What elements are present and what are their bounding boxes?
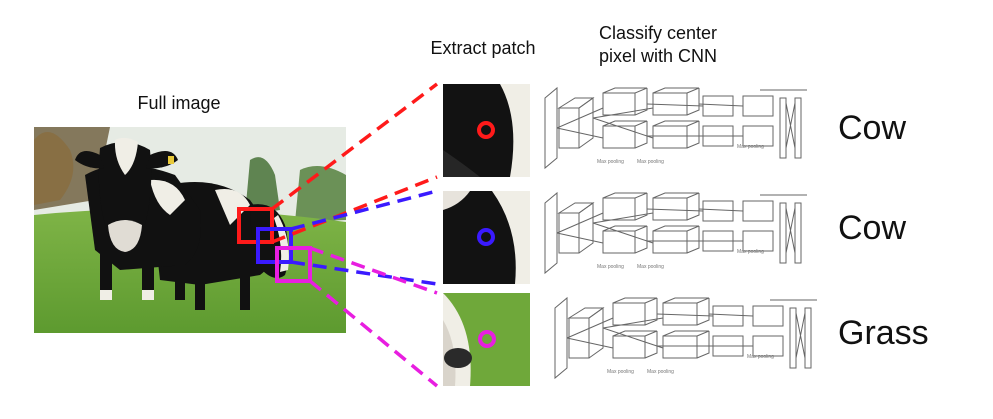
classify-label-line1: Classify center [598, 23, 718, 43]
cnn-3-pool-label-3: Max pooling [747, 354, 774, 360]
cnn-diagram-2: Max pooling Max pooling Max pooling [544, 191, 807, 275]
patch-box-red [237, 207, 274, 244]
center-pixel-marker-magenta [478, 330, 496, 348]
patch-box-blue [256, 227, 293, 264]
cnn-1-pool-label-3: Max pooling [737, 144, 764, 150]
cnn-diagram-3: Max pooling Max pooling Max pooling [554, 296, 817, 380]
patch-1 [443, 84, 530, 177]
class-label-3: Grass [838, 314, 929, 352]
center-pixel-marker-blue [477, 228, 495, 246]
cnn-3-pool-label-1: Max pooling [607, 369, 634, 375]
full-image-label: Full image [137, 93, 221, 113]
cnn-1-pool-label-2: Max pooling [637, 159, 664, 165]
cnn-2-pool-label-1: Max pooling [597, 264, 624, 270]
cnn-1-pool-label-1: Max pooling [597, 159, 624, 165]
cnn-diagram-1: Max pooling Max pooling Max pooling [544, 86, 807, 170]
cnn-3-pool-label-2: Max pooling [647, 369, 674, 375]
center-pixel-marker-red [477, 121, 495, 139]
patch-box-magenta [275, 246, 312, 283]
cnn-2-pool-label-3: Max pooling [737, 249, 764, 255]
extract-patch-label: Extract patch [430, 38, 536, 58]
patch-2 [443, 191, 530, 284]
class-label-1: Cow [838, 109, 907, 147]
cnn-2-pool-label-2: Max pooling [637, 264, 664, 270]
connector-lines [270, 82, 439, 388]
patch-3 [443, 293, 530, 386]
class-label-2: Cow [838, 209, 907, 247]
classify-label-line2: pixel with CNN [598, 46, 718, 66]
